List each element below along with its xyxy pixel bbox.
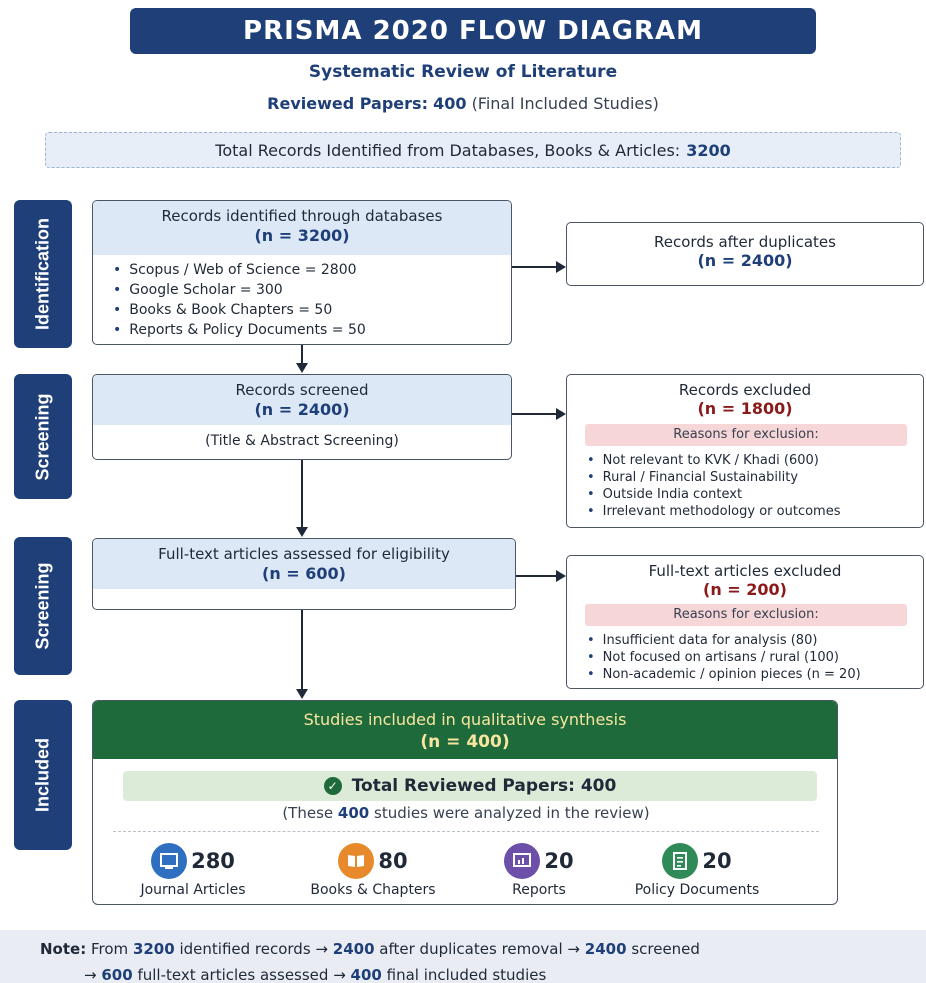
stat-value: 20: [702, 849, 732, 873]
reviewed-papers-line: Reviewed Papers: 400 (Final Included Stu…: [0, 94, 926, 113]
journal-icon: [151, 843, 188, 879]
exclusion-reasons-label: Reasons for exclusion:: [585, 424, 907, 446]
stat-books-chapters: 80 Books & Chapters: [293, 843, 453, 898]
book-icon: [338, 843, 375, 879]
duplicates-count: (n = 2400): [697, 251, 793, 270]
stage-included: Included: [14, 700, 72, 850]
stage-identification: Identification: [14, 200, 72, 348]
records-identified-count: (n = 3200): [254, 226, 350, 245]
stat-label: Journal Articles: [140, 882, 246, 898]
list-item: Outside India context: [587, 486, 923, 503]
list-item: Reports & Policy Documents = 50: [113, 320, 511, 340]
included-count: (n = 400): [420, 732, 510, 752]
stat-value: 80: [378, 849, 408, 873]
list-item: Not focused on artisans / rural (100): [587, 649, 923, 666]
records-screened-title: Records screened: [235, 381, 369, 399]
list-item: Irrelevant methodology or outcomes: [587, 503, 923, 520]
fulltext-excluded-box: Full-text articles excluded (n = 200) Re…: [566, 555, 924, 689]
stat-label: Reports: [512, 882, 566, 898]
total-records-box: Total Records Identified from Databases,…: [45, 132, 901, 168]
stat-label: Policy Documents: [634, 882, 760, 898]
fulltext-excluded-count: (n = 200): [703, 580, 787, 599]
document-icon: [662, 843, 699, 879]
records-screened-box: Records screened (n = 2400) (Title & Abs…: [92, 374, 512, 460]
stat-label: Books & Chapters: [310, 882, 436, 898]
stage-screening: Screening: [14, 374, 72, 499]
fulltext-assessed-box: Full-text articles assessed for eligibil…: [92, 538, 516, 610]
arrow-down: [296, 460, 308, 537]
fulltext-title: Full-text articles assessed for eligibil…: [158, 545, 450, 563]
list-item: Books & Book Chapters = 50: [113, 300, 511, 320]
duplicates-title: Records after duplicates: [654, 233, 836, 251]
arrow-right: [512, 261, 566, 273]
page-title: PRISMA 2020 FLOW DIAGRAM: [130, 8, 816, 54]
records-after-duplicates-box: Records after duplicates (n = 2400): [566, 222, 924, 286]
total-reviewed-label: Total Reviewed Papers: 400: [351, 776, 617, 796]
excluded-count: (n = 1800): [697, 399, 793, 418]
reviewed-label: Reviewed Papers:: [267, 94, 428, 113]
arrow-right: [516, 570, 566, 582]
note-label: Note:: [40, 940, 87, 958]
source-list: Scopus / Web of Science = 2800 Google Sc…: [93, 255, 511, 340]
arrow-down: [296, 345, 308, 373]
stat-reports: 20 Reports: [479, 843, 599, 898]
arrow-right: [512, 408, 566, 420]
included-title: Studies included in qualitative synthesi…: [303, 710, 627, 729]
summary-note: Note: From 3200 identified records → 240…: [0, 930, 926, 983]
excluded-title: Records excluded: [678, 381, 812, 399]
records-excluded-box: Records excluded (n = 1800) Reasons for …: [566, 374, 924, 528]
report-icon: [504, 843, 541, 879]
stat-value: 280: [191, 849, 235, 873]
fulltext-excluded-title: Full-text articles excluded: [648, 562, 842, 580]
list-item: Not relevant to KVK / Khadi (600): [587, 452, 923, 469]
page-subtitle: Systematic Review of Literature: [308, 62, 618, 82]
exclusion-reasons-list: Not relevant to KVK / Khadi (600) Rural …: [567, 452, 923, 520]
fulltext-exclusion-reasons-list: Insufficient data for analysis (80) Not …: [567, 632, 923, 683]
studies-included-box: Studies included in qualitative synthesi…: [92, 700, 838, 905]
stage-eligibility-screening: Screening: [14, 537, 72, 675]
list-item: Scopus / Web of Science = 2800: [113, 260, 511, 280]
total-reviewed-bar: ✓ Total Reviewed Papers: 400: [123, 771, 817, 801]
records-identified-box: Records identified through databases (n …: [92, 200, 512, 345]
check-circle-icon: ✓: [323, 777, 342, 795]
reviewed-value: 400: [433, 94, 467, 113]
records-identified-title: Records identified through databases: [161, 207, 443, 225]
total-records-label: Total Records Identified from Databases,…: [215, 140, 681, 160]
stat-journal-articles: 280 Journal Articles: [123, 843, 263, 898]
list-item: Insufficient data for analysis (80): [587, 632, 923, 649]
total-records-value: 3200: [686, 140, 731, 160]
fulltext-count: (n = 600): [262, 564, 346, 583]
records-screened-count: (n = 2400): [254, 400, 350, 419]
arrow-down: [296, 610, 308, 699]
analyzed-note: (These 400 studies were analyzed in the …: [282, 804, 650, 822]
divider: [113, 831, 819, 832]
screening-note: (Title & Abstract Screening): [205, 433, 399, 449]
stat-policy-documents: 20 Policy Documents: [607, 843, 787, 898]
list-item: Rural / Financial Sustainability: [587, 469, 923, 486]
fulltext-exclusion-reasons-label: Reasons for exclusion:: [585, 604, 907, 626]
stat-value: 20: [544, 849, 574, 873]
list-item: Google Scholar = 300: [113, 280, 511, 300]
list-item: Non-academic / opinion pieces (n = 20): [587, 666, 923, 683]
reviewed-note: (Final Included Studies): [471, 94, 659, 113]
